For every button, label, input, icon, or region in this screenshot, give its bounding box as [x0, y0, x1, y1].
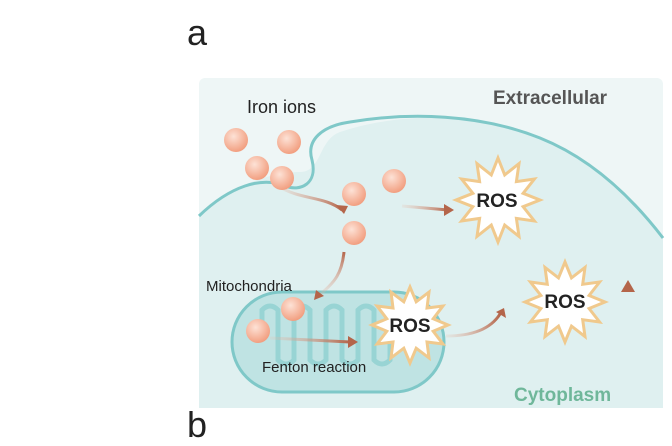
iron-ion: [342, 182, 366, 206]
iron-ion: [245, 156, 269, 180]
arrows: [269, 184, 635, 348]
panel-label-a: a: [187, 12, 208, 53]
iron-ions-label: Iron ions: [247, 97, 316, 117]
extracellular-label: Extracellular: [493, 88, 608, 109]
cell-diagram: ROS ROS ROS Iron ions Extracellular Mito…: [197, 78, 665, 408]
ros-label: ROS: [389, 316, 430, 337]
iron-ion: [281, 297, 305, 321]
ros-burst-1: ROS: [451, 153, 545, 247]
mitochondria-label: Mitochondria: [206, 278, 293, 295]
ros-label: ROS: [476, 191, 517, 212]
fenton-reaction-label: Fenton reaction: [262, 359, 366, 376]
iron-ion: [246, 319, 270, 343]
ros-label: ROS: [544, 292, 585, 313]
ros-burst-2: ROS: [368, 283, 452, 367]
iron-ion: [277, 130, 301, 154]
iron-ion: [270, 166, 294, 190]
ros-burst-3: ROS: [521, 258, 609, 346]
cytoplasm-label: Cytoplasm: [514, 385, 611, 406]
iron-ions: [224, 128, 406, 343]
iron-ion: [224, 128, 248, 152]
iron-ion: [382, 169, 406, 193]
iron-ion: [342, 221, 366, 245]
